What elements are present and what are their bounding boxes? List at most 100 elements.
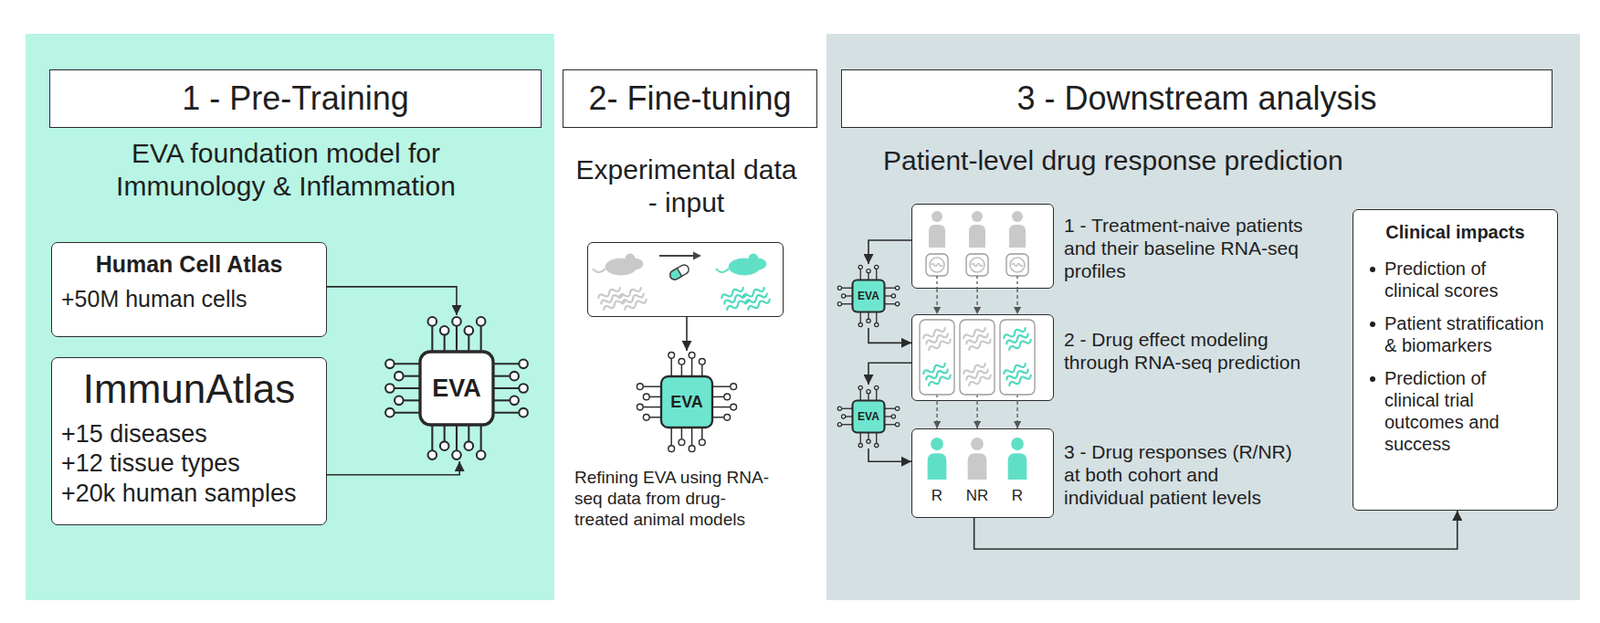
dashed-arrow	[1016, 400, 1018, 429]
sample-rna	[929, 257, 1025, 273]
chip-pin-end	[428, 450, 438, 460]
section-header: 2- Fine-tuning	[562, 69, 818, 128]
chip-pin-end	[724, 413, 731, 421]
node-text: +12 tissue types	[61, 448, 317, 478]
chip-pin-end	[688, 445, 695, 453]
panel-band: Patient-level drug response prediction 3 …	[826, 33, 1580, 600]
dashed-arrow	[936, 288, 937, 315]
chip-body	[852, 280, 885, 313]
pill-half	[668, 268, 683, 282]
dashed-stub	[1016, 394, 1018, 401]
chip-body	[420, 351, 494, 425]
connector-arrow	[868, 240, 912, 264]
rna-wave	[922, 361, 952, 388]
rna-panel	[919, 319, 955, 395]
non-responder-icon	[968, 437, 988, 480]
panel-band: EVA foundation model for Immunology & In…	[25, 33, 555, 600]
chip-pin-end	[452, 316, 462, 327]
sample-wave	[971, 263, 983, 267]
treatment-arrow	[659, 254, 695, 257]
treated-mouse	[715, 253, 767, 275]
chip-pin-end	[866, 389, 871, 394]
chip-pin-end	[842, 414, 846, 419]
untreated-mouse	[592, 253, 643, 275]
chip-pin-end	[678, 439, 685, 446]
chip-pin-end	[464, 441, 474, 451]
chip-pin-end	[464, 326, 474, 336]
model-chip: EVA	[836, 263, 901, 328]
sample-squares	[926, 253, 1029, 276]
node-text: EVA	[857, 410, 880, 422]
chip-pin-end	[428, 316, 438, 327]
dashed-stub	[1016, 275, 1018, 289]
node-text: 1 - Pre-Training	[181, 81, 410, 116]
dashed-stub	[976, 275, 978, 289]
chip-pin-end	[385, 359, 395, 369]
node-text: 3 - Drug responses (R/NR) at both cohort…	[1063, 440, 1304, 510]
chip-pin-end	[394, 396, 404, 406]
chip-pin-end	[440, 326, 450, 336]
chip-pin-end	[837, 285, 842, 290]
chip-pin-end	[891, 414, 895, 419]
node-text: Patient-level drug response prediction	[883, 144, 1559, 178]
chip-pin-end	[858, 385, 863, 390]
sample-wave	[1011, 263, 1023, 267]
connector-arrow	[868, 448, 912, 462]
pill-icon	[668, 263, 691, 282]
impact-box: Clinical impactsPrediction of clinical s…	[1352, 209, 1558, 511]
sample-square	[1006, 253, 1029, 276]
sample-square	[966, 253, 989, 276]
patient-icon	[1009, 210, 1026, 248]
connector-arrow	[868, 327, 912, 343]
connector-arrow	[326, 461, 460, 475]
chip-pin-end	[866, 269, 871, 274]
rna-wave	[741, 285, 771, 312]
connector-arrow	[685, 316, 688, 351]
chip-pin-end	[874, 323, 879, 327]
chip-pin-end	[476, 316, 486, 327]
impact-item: Prediction of clinical trial outcomes an…	[1366, 367, 1545, 455]
chip-pin-end	[895, 285, 900, 290]
chip-pin-end	[642, 413, 650, 421]
dashed-stub	[936, 275, 937, 289]
rna-panel	[1000, 319, 1035, 395]
node-text: EVA	[431, 376, 482, 401]
response-label: R	[1003, 486, 1032, 506]
response-label: R	[923, 486, 951, 506]
chip-pin-end	[858, 323, 863, 327]
sample-circle	[1010, 257, 1025, 273]
rna-wave	[1002, 361, 1032, 388]
chip-pin-end	[842, 294, 846, 298]
chip-pin-end	[895, 406, 900, 411]
node-text: EVA	[670, 393, 704, 411]
rna-panels	[919, 319, 1035, 395]
chip-pin-end	[874, 264, 879, 269]
sample-circle	[969, 257, 985, 273]
sample-wave	[931, 263, 943, 267]
chip-pin-end	[509, 371, 519, 381]
input-box: Experimental data - input	[587, 242, 784, 317]
rna-wave	[962, 326, 992, 352]
dashed-arrow	[936, 400, 937, 429]
connector-arrow	[326, 286, 457, 316]
chip-pin-end	[837, 406, 842, 411]
chip-pin-end	[837, 422, 842, 427]
chip-pin-end	[636, 403, 643, 411]
chip-pin-end	[518, 408, 528, 418]
chip-pin-end	[698, 439, 706, 446]
chip-pin-end	[509, 396, 519, 406]
node-text: Experimental data - input	[572, 153, 801, 220]
chip-pin-end	[891, 294, 895, 298]
connector-arrow	[868, 362, 912, 385]
impact-heading: Clinical impacts	[1366, 221, 1545, 243]
chip-pin-end	[866, 318, 871, 323]
node-text: 2- Fine-tuning	[588, 81, 791, 116]
model-chip: EVA	[383, 315, 530, 462]
sample-circle	[929, 257, 945, 273]
chip-pin-end	[688, 351, 695, 358]
rna-wave	[962, 361, 992, 388]
chip-pin-end	[668, 445, 675, 453]
connector-arrow	[974, 510, 1458, 549]
chip-pin-end	[678, 357, 685, 365]
dashed-arrow	[976, 400, 978, 429]
